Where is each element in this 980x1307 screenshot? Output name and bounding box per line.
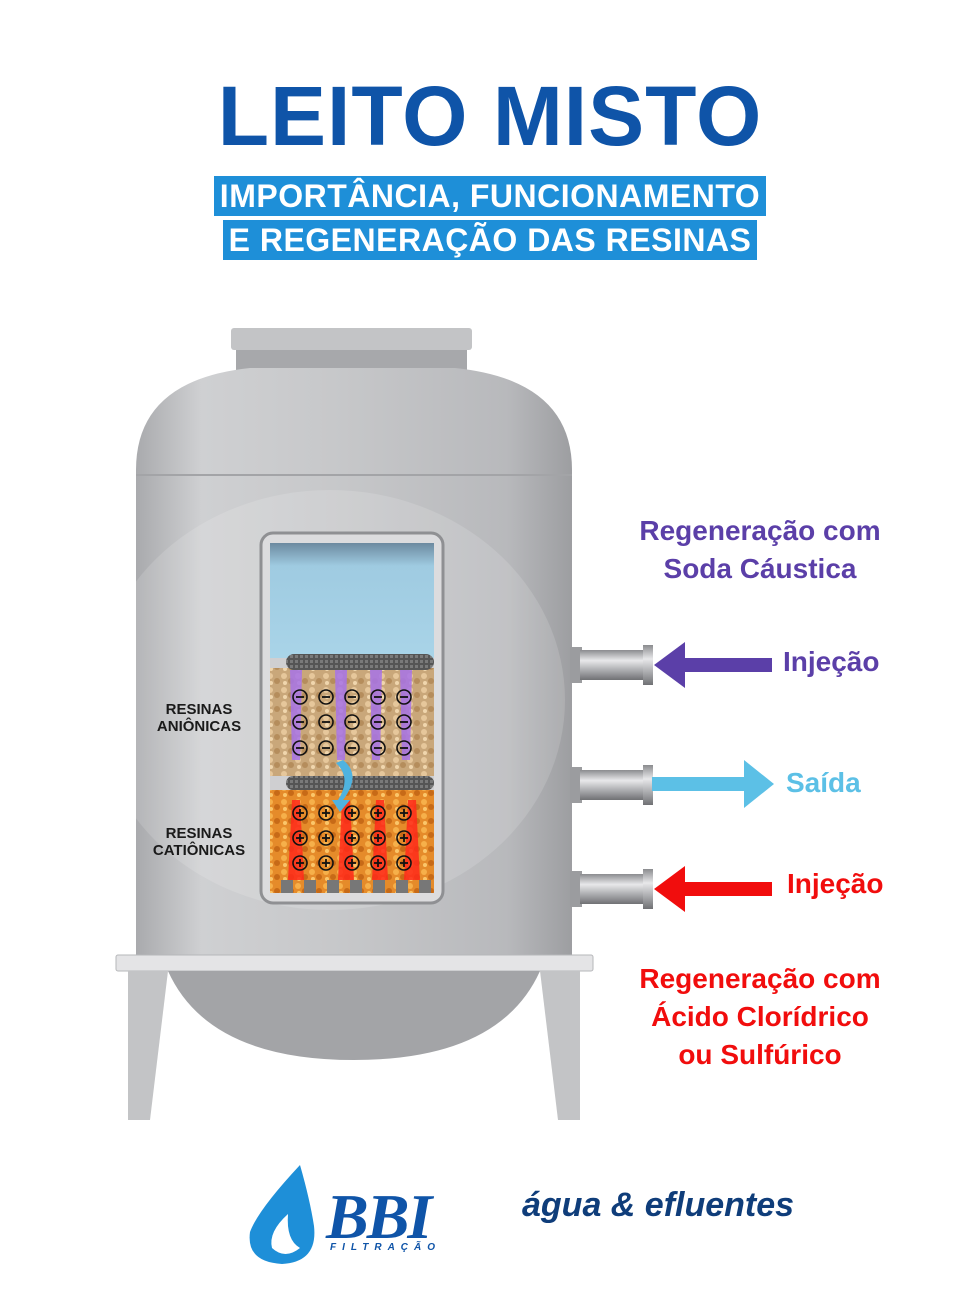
tank-base-plate — [115, 954, 594, 972]
bottom-nozzles — [281, 880, 431, 893]
anion-resin-label-line-2: ANIÔNICAS — [156, 718, 242, 735]
minus-charge-icon — [396, 689, 412, 705]
acid-label-line-2: Ácido Clorídrico — [651, 1001, 869, 1032]
minus-charge-icon — [370, 740, 386, 756]
minus-charge-icon — [344, 740, 360, 756]
minus-charge-icon — [318, 714, 334, 730]
subtitle-line-1: IMPORTÂNCIA, FUNCIONAMENTO — [213, 176, 767, 216]
tank-leg-left — [128, 971, 168, 1120]
plus-charge-icon — [344, 805, 360, 821]
anion-charge-symbols — [292, 689, 412, 756]
soda-label-line-2: Soda Cáustica — [663, 553, 857, 584]
page-subtitle: IMPORTÂNCIA, FUNCIONAMENTO E REGENERAÇÃO… — [0, 176, 980, 264]
treated-water-flow-icon — [332, 760, 353, 812]
top-distributor — [286, 654, 434, 670]
acid-regeneration-label: Regeneração com Ácido Clorídrico ou Sulf… — [600, 960, 920, 1074]
cation-resin-label-line-1: RESINAS — [165, 825, 233, 842]
plus-charge-icon — [292, 805, 308, 821]
brand-tagline: água & efluentes — [522, 1186, 795, 1224]
tank-leg-right — [540, 971, 580, 1120]
cation-charge-symbols — [292, 805, 412, 871]
acid-label-line-3: ou Sulfúrico — [678, 1039, 842, 1070]
pipe-injection-top — [570, 645, 653, 685]
plus-charge-icon — [344, 830, 360, 846]
plus-charge-icon — [318, 830, 334, 846]
tank-flange — [231, 328, 472, 350]
acid-injection-arrow-icon — [654, 866, 772, 912]
anion-resin-label-line-1: RESINAS — [165, 701, 233, 718]
anion-resin-label: RESINAS ANIÔNICAS — [134, 701, 264, 735]
soda-regeneration-label: Regeneração com Soda Cáustica — [600, 512, 920, 588]
water-layer — [270, 543, 434, 658]
page-title: LEITO MISTO — [217, 69, 763, 163]
plus-charge-icon — [318, 805, 334, 821]
brand-subtitle: FILTRAÇÃO — [330, 1242, 442, 1253]
tank-bottom — [168, 971, 540, 1060]
middle-collector — [286, 776, 434, 790]
acid-label-line-1: Regeneração com — [639, 963, 881, 994]
plus-charge-icon — [396, 830, 412, 846]
soda-label-line-1: Regeneração com — [639, 515, 881, 546]
pipe-outlet — [570, 765, 653, 805]
minus-charge-icon — [292, 714, 308, 730]
minus-charge-icon — [396, 714, 412, 730]
minus-charge-icon — [344, 689, 360, 705]
injection-top-label: Injeção — [783, 646, 880, 677]
plus-charge-icon — [396, 855, 412, 871]
minus-charge-icon — [292, 689, 308, 705]
subtitle-line-2: E REGENERAÇÃO DAS RESINAS — [222, 220, 758, 260]
plus-charge-icon — [292, 830, 308, 846]
cation-resin-label-line-2: CATIÔNICAS — [152, 842, 246, 859]
plus-charge-icon — [292, 855, 308, 871]
minus-charge-icon — [292, 740, 308, 756]
minus-charge-icon — [370, 714, 386, 730]
minus-charge-icon — [344, 714, 360, 730]
plus-charge-icon — [318, 855, 334, 871]
soda-injection-arrow-icon — [654, 642, 772, 688]
pipe-injection-bottom — [570, 869, 653, 909]
minus-charge-icon — [318, 740, 334, 756]
minus-charge-icon — [370, 689, 386, 705]
minus-charge-icon — [318, 689, 334, 705]
water-drop-icon — [249, 1165, 315, 1264]
brand-logo: BBI — [326, 1181, 432, 1252]
cation-resin-label: RESINAS CATIÔNICAS — [134, 825, 264, 859]
outlet-arrow-icon — [652, 760, 774, 808]
plus-charge-icon — [370, 805, 386, 821]
tank-neck — [236, 350, 467, 370]
plus-charge-icon — [370, 855, 386, 871]
injection-bottom-label: Injeção — [787, 868, 884, 899]
plus-charge-icon — [370, 830, 386, 846]
outlet-label: Saída — [786, 767, 861, 798]
plus-charge-icon — [396, 805, 412, 821]
plus-charge-icon — [344, 855, 360, 871]
minus-charge-icon — [396, 740, 412, 756]
